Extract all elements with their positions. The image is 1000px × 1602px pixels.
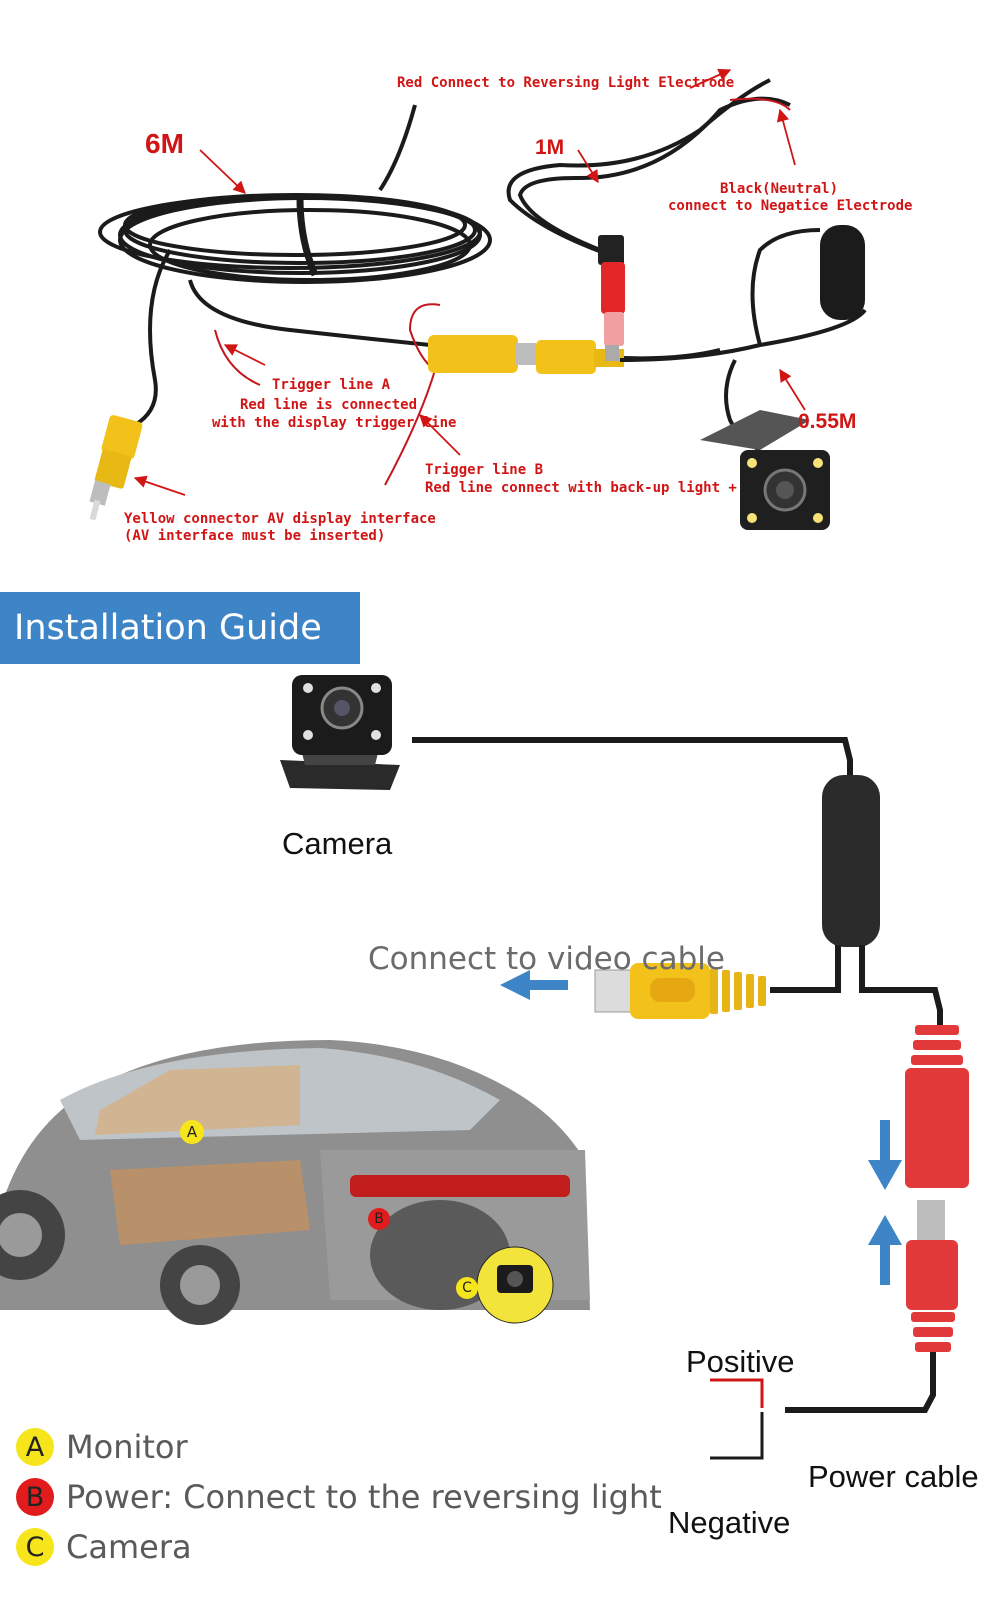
cable-to-center (188, 279, 431, 347)
label-trigger-a: Trigger line A (272, 377, 391, 393)
label-black-neutral-2: connect to Negatice Electrode (668, 198, 913, 214)
camera-label: Camera (282, 826, 393, 861)
arrow-up-icon (868, 1215, 902, 1285)
label-yellow-av-2: (AV interface must be inserted) (124, 528, 386, 544)
label-6m: 6M (145, 128, 184, 159)
legend-text-power: Power: Connect to the reversing light (66, 1478, 662, 1516)
cable-to-av (133, 248, 172, 427)
legend-text-monitor: Monitor (66, 1428, 188, 1466)
label-trigger-b-2: Red line connect with back-up light + (425, 480, 737, 496)
guide-rca-connector (594, 963, 766, 1019)
marker-c: C (456, 1277, 478, 1299)
label-trigger-a-2: Red line is connected (240, 397, 418, 413)
red-dc-connectors (598, 235, 625, 361)
inline-splitter (822, 775, 880, 947)
trigger-wire-a (214, 329, 261, 386)
cable-loop-1m (506, 78, 791, 257)
marker-a: A (180, 1120, 204, 1144)
dc-female-connector (905, 1025, 969, 1188)
arrow-left-icon (500, 970, 568, 1000)
power-cable-label: Power cable (808, 1459, 979, 1494)
yellow-av-connector (89, 415, 143, 521)
negative-wire (710, 1412, 764, 1460)
legend-text-camera: Camera (66, 1528, 192, 1566)
connect-video-label: Connect to video cable (368, 941, 725, 977)
legend-badge-b: B (16, 1478, 54, 1516)
legend-item-camera: C Camera (16, 1528, 192, 1566)
camera-module-top (700, 410, 830, 530)
camera-icon (280, 675, 400, 790)
negative-label: Negative (668, 1505, 791, 1540)
label-red-connect: Red Connect to Reversing Light Electrode (397, 75, 735, 91)
legend-badge-c: C (16, 1528, 54, 1566)
guide-cable (412, 737, 853, 790)
legend-item-power: B Power: Connect to the reversing light (16, 1478, 662, 1516)
label-yellow-av: Yellow connector AV display interface (124, 511, 436, 527)
label-trigger-b: Trigger line B (425, 462, 544, 478)
legend-badge-a: A (16, 1428, 54, 1466)
car-illustration (0, 1040, 590, 1325)
label-1m: 1M (535, 136, 565, 159)
trigger-wire-b (384, 303, 441, 486)
positive-wire (710, 1378, 764, 1408)
center-rca-pair (428, 335, 721, 374)
inline-box (820, 225, 865, 320)
positive-label: Positive (686, 1344, 795, 1379)
label-055m: 0.55M (798, 410, 857, 433)
marker-b: B (368, 1208, 390, 1230)
label-black-neutral: Black(Neutral) (720, 181, 839, 197)
legend-item-monitor: A Monitor (16, 1428, 188, 1466)
annotation-arrows (133, 68, 806, 496)
cable-coil-6m (98, 104, 492, 284)
installation-guide-banner: Installation Guide (0, 592, 360, 664)
arrow-down-icon (868, 1120, 902, 1190)
dc-male-connector (785, 1200, 958, 1413)
label-trigger-a-3: with the display trigger line (212, 415, 457, 431)
